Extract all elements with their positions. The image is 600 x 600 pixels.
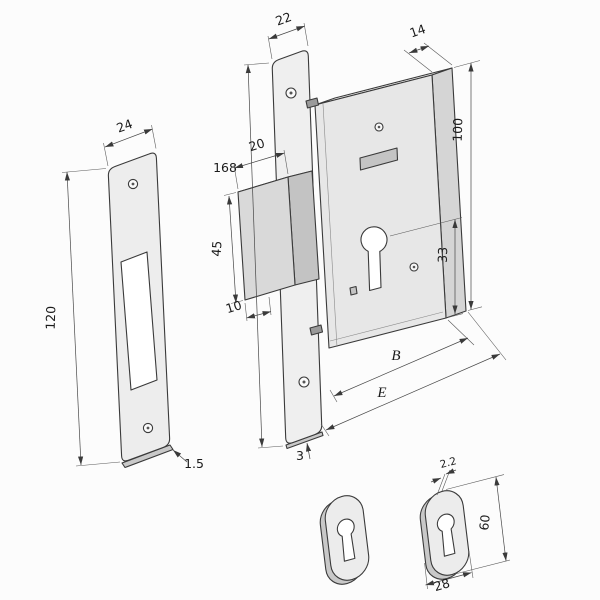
dimension-escutcheon-thickness: 2.2	[430, 455, 458, 496]
screw-hole-center-dot	[289, 91, 293, 95]
escutcheon-left	[319, 495, 370, 585]
dim-label-overall-depth: E	[376, 385, 386, 401]
dim-label-escutcheon-width: 28	[432, 575, 451, 594]
case-small-cutout	[349, 285, 358, 296]
screw-hole-center-dot	[377, 125, 381, 129]
escutcheon-left-keyhole	[336, 518, 356, 562]
screw-hole-center-dot	[302, 380, 306, 384]
lock-case-front-face	[314, 74, 447, 349]
escutcheon-right-keyhole	[436, 513, 456, 557]
screw-hole-center-dot	[412, 265, 416, 269]
dim-label-case-depth: 14	[408, 21, 428, 40]
dim-label-bolt-height: 45	[208, 240, 224, 257]
dim-label-forend-height: 168	[213, 160, 237, 175]
dim-label-forend-thickness: 3	[296, 448, 304, 463]
dim-label-backset: B	[391, 348, 400, 364]
case-clip-top	[305, 97, 320, 109]
dim-label-escutcheon-height: 60	[476, 514, 493, 531]
dimension-strike-width: 24	[103, 116, 157, 167]
dimension-cylinder-to-bottom: 33	[389, 217, 464, 318]
screw-hole-center-dot	[131, 182, 135, 186]
dimension-overall-E: E	[320, 311, 507, 437]
dimension-case-depth: 14	[403, 21, 453, 73]
dim-label-case-height: 100	[450, 118, 466, 142]
lock-case-slot	[359, 147, 399, 171]
dim-label-strike-width: 24	[114, 116, 134, 136]
dim-label-bolt-width: 20	[247, 135, 267, 154]
strike-plate-slot	[120, 251, 158, 391]
deadbolt	[237, 170, 320, 301]
dimension-escutcheon-width: 28	[424, 550, 474, 594]
strike-plate	[107, 152, 174, 469]
dimension-strike-height: 120	[43, 168, 121, 467]
case-clip-bottom	[309, 324, 324, 336]
dimension-forend-height: 168	[213, 62, 284, 449]
dim-label-bolt-throw: 10	[224, 297, 244, 316]
dimension-bolt-throw: 10	[224, 296, 272, 322]
dimension-forend-width: 22	[267, 9, 309, 60]
dimension-bolt-height: 45	[208, 192, 244, 304]
dim-label-forend-width: 22	[273, 9, 293, 29]
screw-hole-center-dot	[146, 426, 150, 430]
dimension-bolt-width: 20	[233, 135, 289, 190]
dim-label-strike-height: 120	[43, 306, 59, 330]
dim-label-strike-thickness: 1.5	[184, 456, 204, 471]
dimension-escutcheon-height: 60	[445, 474, 511, 575]
dimension-strike-thickness: 1.5	[172, 449, 204, 471]
dimension-forend-thickness: 3	[296, 442, 312, 463]
escutcheon-right	[419, 490, 470, 580]
lock-case	[314, 67, 467, 349]
deadbolt-front-face	[237, 176, 296, 301]
dim-label-escutcheon-thickness: 2.2	[439, 455, 458, 471]
dim-label-cylinder-to-bottom: 33	[435, 247, 451, 263]
euro-cylinder-hole	[360, 226, 388, 292]
dimension-case-height: 100	[450, 60, 483, 311]
